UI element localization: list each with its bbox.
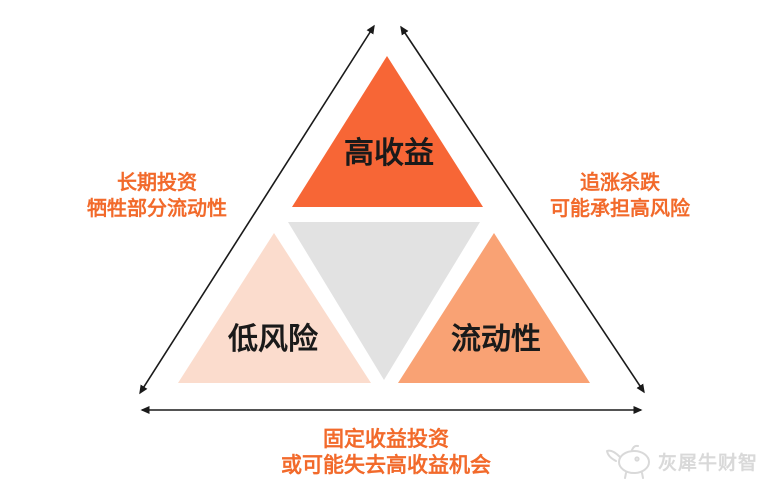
low-risk-label: 低风险	[227, 322, 319, 357]
watermark-text: 灰犀牛财智	[658, 451, 758, 474]
high-return-triangle	[292, 56, 483, 207]
rhino-icon	[606, 444, 650, 479]
liquidity-label: 流动性	[451, 322, 541, 357]
low-risk-triangle	[178, 233, 371, 383]
liquidity-triangle	[398, 233, 590, 383]
right-annotation: 追涨杀跌 可能承担高风险	[550, 170, 691, 220]
left-annotation: 长期投资 牺牲部分流动性	[87, 170, 227, 220]
left-annotation-line1: 长期投资	[117, 170, 197, 194]
left-side-arrow	[139, 24, 375, 395]
high-return-label: 高收益	[344, 136, 434, 171]
left-annotation-line2: 牺牲部分流动性	[87, 196, 227, 220]
watermark: 灰犀牛财智	[606, 444, 758, 479]
bottom-annotation: 固定收益投资 或可能失去高收益机会	[281, 427, 491, 477]
right-annotation-line2: 可能承担高风险	[550, 196, 691, 220]
center-inverted-triangle	[288, 222, 480, 380]
right-annotation-line1: 追涨杀跌	[580, 170, 661, 194]
right-side-arrow	[400, 25, 645, 394]
bottom-annotation-line2: 或可能失去高收益机会	[281, 453, 491, 477]
bottom-annotation-line1: 固定收益投资	[323, 427, 449, 451]
